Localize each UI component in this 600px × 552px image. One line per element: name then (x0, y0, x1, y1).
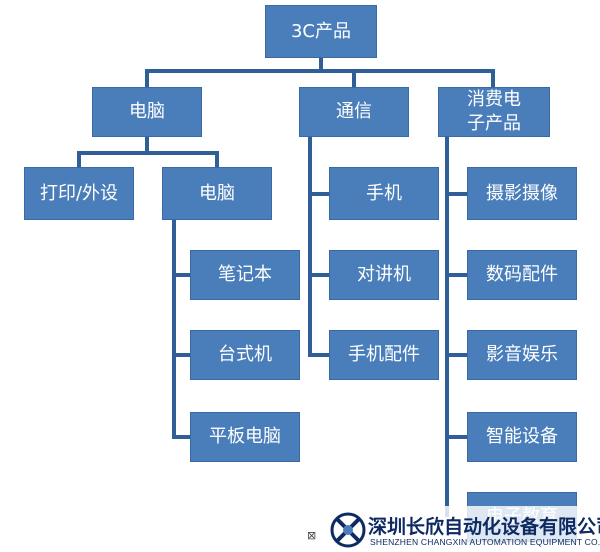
node-root[interactable]: 3C产品 (265, 5, 377, 58)
node-computer[interactable]: 电脑 (92, 87, 202, 137)
connector-to-audio-video (445, 353, 468, 357)
watermark-company-cn: 深圳长欣自动化设备有限公司 (368, 516, 600, 538)
connector-computer-sub-trunk (172, 220, 176, 439)
node-walkie-talkie[interactable]: 对讲机 (329, 250, 439, 300)
node-consumer-electronics[interactable]: 消费电子产品 (438, 87, 550, 137)
connector-computer-down (145, 137, 149, 153)
node-phone[interactable]: 手机 (329, 167, 439, 220)
node-tablet[interactable]: 平板电脑 (190, 412, 300, 462)
node-smart-devices[interactable]: 智能设备 (467, 412, 577, 462)
watermark-company-en: SHENZHEN CHANGXIN AUTOMATION EQUIPMENT C… (370, 537, 600, 547)
node-photography[interactable]: 摄影摄像 (467, 167, 577, 220)
connector-root-down (319, 58, 323, 71)
connector-to-notebook (172, 273, 192, 277)
connector-to-photography (445, 192, 468, 196)
connector-to-smart-devices (445, 435, 468, 439)
node-phone-accessories[interactable]: 手机配件 (329, 330, 439, 380)
node-communication[interactable]: 通信 (299, 87, 409, 137)
connector-to-peripherals (77, 151, 81, 167)
connector-to-consumer (491, 69, 495, 87)
connector-communication-trunk (308, 137, 312, 357)
connector-to-tablet (172, 435, 192, 439)
connector-to-communication (352, 69, 356, 87)
node-digital-accessories[interactable]: 数码配件 (467, 250, 577, 300)
connector-consumer-trunk (445, 137, 449, 517)
watermark-backdrop (326, 506, 600, 552)
connector-to-phone-accessories (308, 353, 330, 357)
node-computer-sub[interactable]: 电脑 (162, 167, 272, 220)
connector-to-computer-sub (215, 151, 219, 167)
node-notebook[interactable]: 笔记本 (190, 250, 300, 300)
connector-level2-bar (77, 151, 219, 155)
node-desktop[interactable]: 台式机 (190, 330, 300, 380)
connector-to-desktop (172, 353, 192, 357)
connector-to-walkie-talkie (308, 273, 330, 277)
connector-to-digital-accessories (445, 273, 468, 277)
node-peripherals[interactable]: 打印/外设 (24, 167, 134, 220)
connector-to-phone (308, 192, 330, 196)
crop-mark-icon: ⊠ (307, 529, 317, 542)
connector-level1-bar (145, 69, 495, 73)
company-logo-icon (330, 512, 366, 548)
connector-to-computer (145, 69, 149, 87)
node-audio-video[interactable]: 影音娱乐 (467, 330, 577, 380)
